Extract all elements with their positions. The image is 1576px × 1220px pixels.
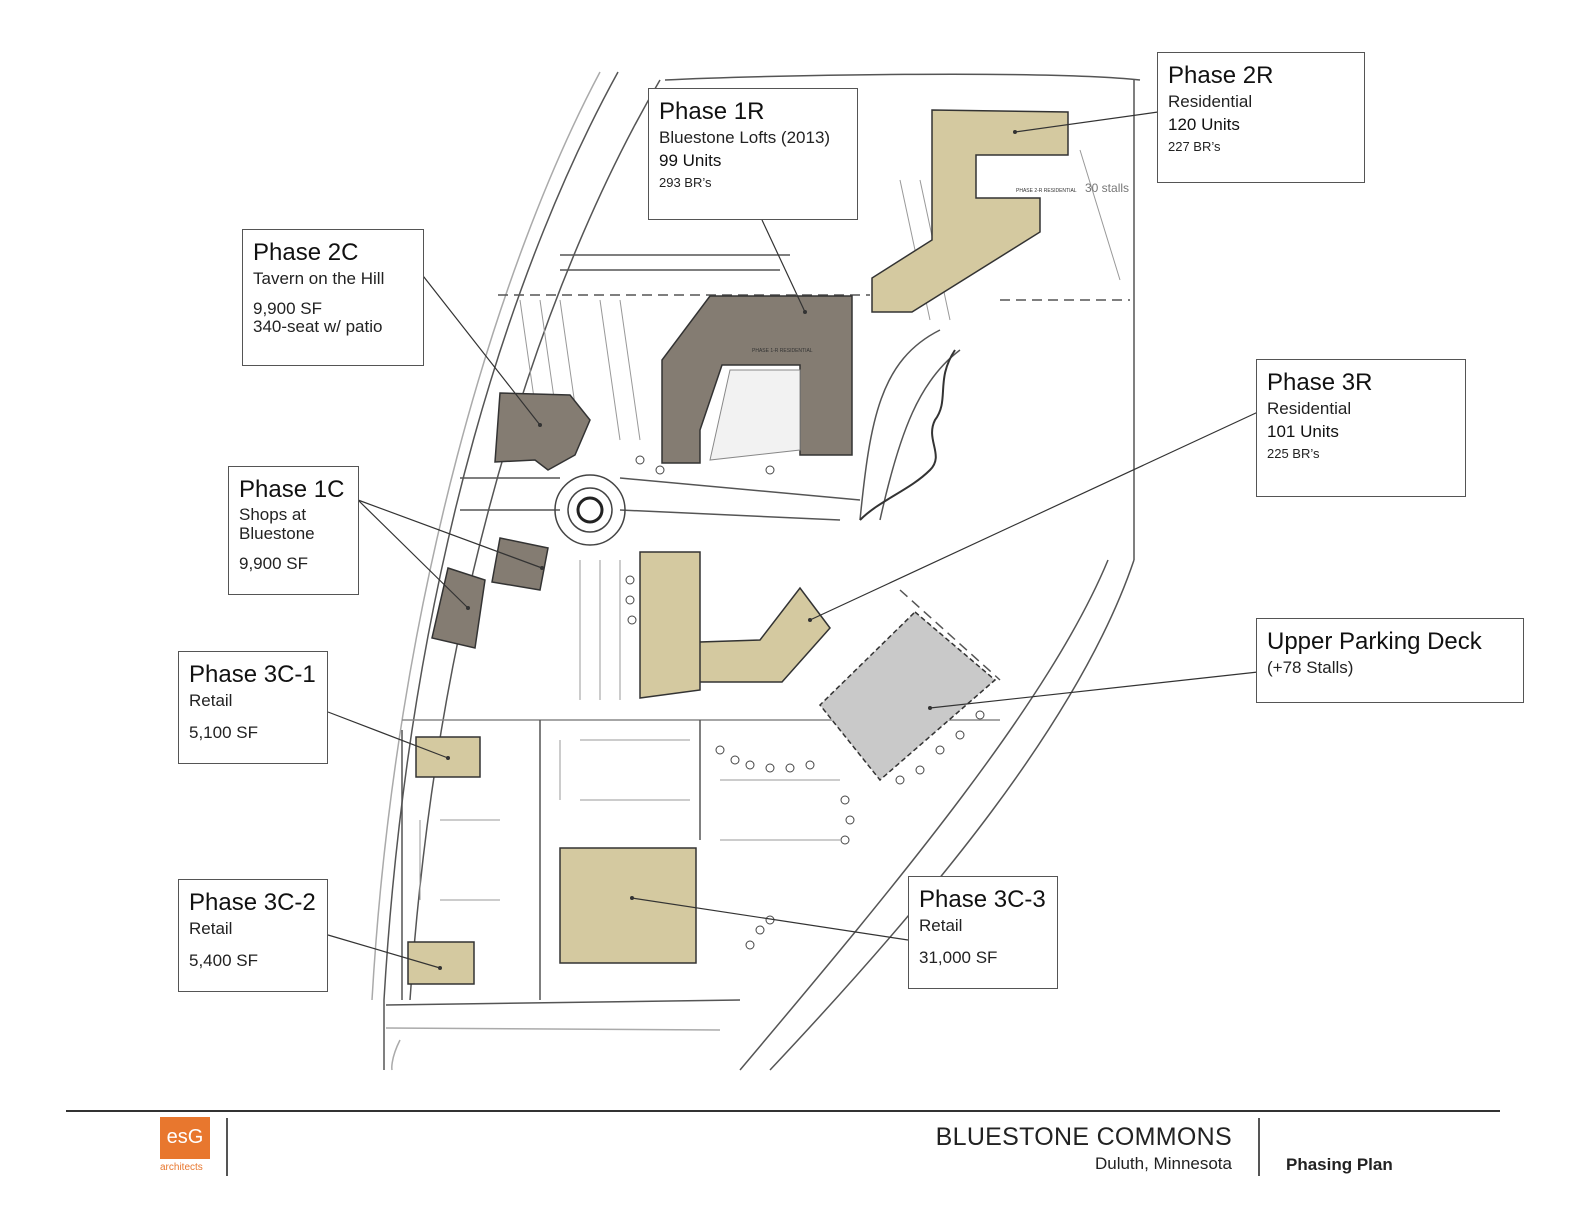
phase-1r-courtyard — [709, 369, 801, 461]
callout-subtitle-1: Shops at — [239, 505, 307, 524]
callout-units: 99 Units — [659, 151, 722, 170]
callout-title: Phase 1C — [239, 476, 345, 503]
callout-bedrooms: 293 BR’s — [659, 175, 712, 190]
callout-subtitle: Residential — [1267, 399, 1352, 418]
callout-area: 5,100 SF — [189, 723, 258, 742]
callout-phase-1r: Phase 1R Bluestone Lofts (2013) 99 Units… — [648, 88, 858, 220]
callout-area: 9,900 SF — [239, 554, 308, 573]
project-location: Duluth, Minnesota — [1094, 1154, 1232, 1173]
callout-title: Phase 1R — [659, 98, 765, 125]
callout-phase-3c3: Phase 3C-3 Retail 31,000 SF — [908, 876, 1058, 989]
callout-area: 31,000 SF — [919, 948, 998, 967]
callout-subtitle: Bluestone Lofts (2013) — [659, 128, 831, 147]
callout-detail: 340-seat w/ patio — [253, 317, 383, 336]
callout-units: 101 Units — [1267, 422, 1339, 441]
callout-upper-parking-deck: Upper Parking Deck (+78 Stalls) — [1256, 618, 1524, 703]
callout-title: Phase 3C-2 — [189, 889, 316, 916]
roads — [371, 71, 1141, 1071]
callout-subtitle: Retail — [189, 691, 233, 710]
callout-units: 120 Units — [1168, 115, 1240, 134]
trees — [625, 455, 985, 950]
phase-3r-building — [639, 551, 831, 699]
phase-2r-map-label: PHASE 2-R RESIDENTIAL — [1016, 188, 1077, 194]
phase-1r-building — [661, 295, 853, 464]
callout-subtitle: Residential — [1168, 92, 1253, 111]
callout-subtitle: Retail — [189, 919, 233, 938]
project-title: BLUESTONE COMMONS — [935, 1123, 1232, 1151]
callout-title: Phase 2R — [1168, 62, 1274, 89]
callout-area: 9,900 SF — [253, 299, 322, 318]
phase-2c-building — [494, 392, 591, 471]
callout-phase-1c: Phase 1C Shops at Bluestone 9,900 SF — [228, 466, 359, 595]
phase-1c-building-b — [431, 567, 486, 649]
esg-logo-subtitle: architects — [160, 1162, 203, 1173]
footer-divider-left — [226, 1118, 228, 1176]
callout-phase-2c: Phase 2C Tavern on the Hill 9,900 SF 340… — [242, 229, 424, 366]
sheet-name: Phasing Plan — [1286, 1155, 1393, 1174]
stalls-30-label: 30 stalls — [1085, 181, 1129, 195]
callout-title: Upper Parking Deck — [1267, 628, 1482, 655]
esg-logo: esG — [160, 1117, 210, 1159]
leader-lines — [327, 111, 1259, 969]
callout-title: Phase 3R — [1267, 369, 1373, 396]
callout-subtitle: (+78 Stalls) — [1267, 658, 1354, 677]
callout-phase-3c2: Phase 3C-2 Retail 5,400 SF — [178, 879, 328, 992]
callout-subtitle: Retail — [919, 916, 963, 935]
callout-phase-2r: Phase 2R Residential 120 Units 227 BR’s — [1157, 52, 1365, 183]
phase-1r-map-label: PHASE 1-R RESIDENTIAL — [752, 348, 813, 354]
callout-area: 5,400 SF — [189, 951, 258, 970]
callout-title: Phase 3C-3 — [919, 886, 1046, 913]
phase-3c3-building — [559, 847, 697, 964]
roundabout — [554, 474, 626, 546]
leader-points — [438, 130, 1017, 970]
callout-subtitle-2: Bluestone — [239, 524, 315, 543]
footer-divider-right — [1258, 1118, 1260, 1176]
landscape-stream — [859, 349, 956, 521]
phase-1c-building-a — [491, 537, 549, 591]
callout-bedrooms: 225 BR’s — [1267, 446, 1320, 461]
callout-title: Phase 2C — [253, 239, 359, 266]
phase-3c2-building — [407, 941, 475, 985]
footer-rule — [66, 1110, 1500, 1112]
callout-bedrooms: 227 BR’s — [1168, 139, 1221, 154]
callout-title: Phase 3C-1 — [189, 661, 316, 688]
callout-subtitle: Tavern on the Hill — [253, 269, 385, 288]
phase-2r-building — [871, 109, 1069, 313]
upper-parking-deck — [818, 610, 997, 782]
callout-phase-3c1: Phase 3C-1 Retail 5,100 SF — [178, 651, 328, 764]
callout-phase-3r: Phase 3R Residential 101 Units 225 BR’s — [1256, 359, 1466, 497]
buildings — [407, 109, 1069, 985]
